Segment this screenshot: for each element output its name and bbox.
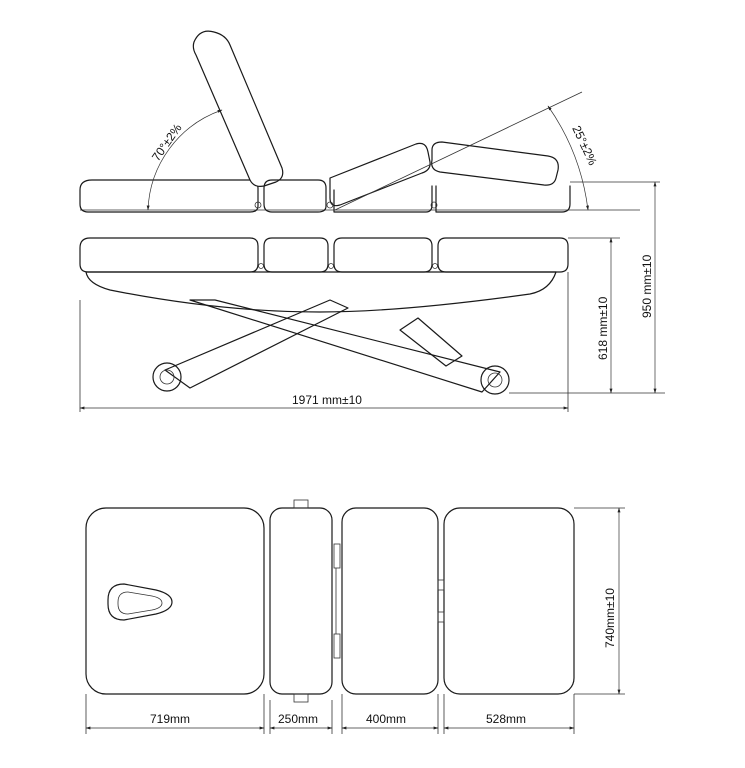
- reclined-side-view: 70°±2% 25°±2%: [79, 30, 660, 213]
- total-length-label: 1971 mm±10: [292, 393, 362, 407]
- seat-section-label: 250mm: [278, 712, 318, 726]
- width-label: 740mm±10: [603, 588, 617, 648]
- top-view: 740mm±10 719mm 250mm 400mm 528mm: [85, 499, 625, 734]
- min-height-label: 618 mm±10: [596, 296, 610, 360]
- total-height-label: 950 mm±10: [640, 254, 654, 318]
- flat-side-view: 618 mm±10 950 mm±10 1971 mm±10: [79, 181, 665, 412]
- backrest-angle-label: 70°±2%: [149, 121, 185, 164]
- head-section-label: 719mm: [150, 712, 190, 726]
- middle-section-label: 400mm: [366, 712, 406, 726]
- foot-section-label: 528mm: [486, 712, 526, 726]
- leg-angle-label: 25°±2%: [569, 123, 600, 167]
